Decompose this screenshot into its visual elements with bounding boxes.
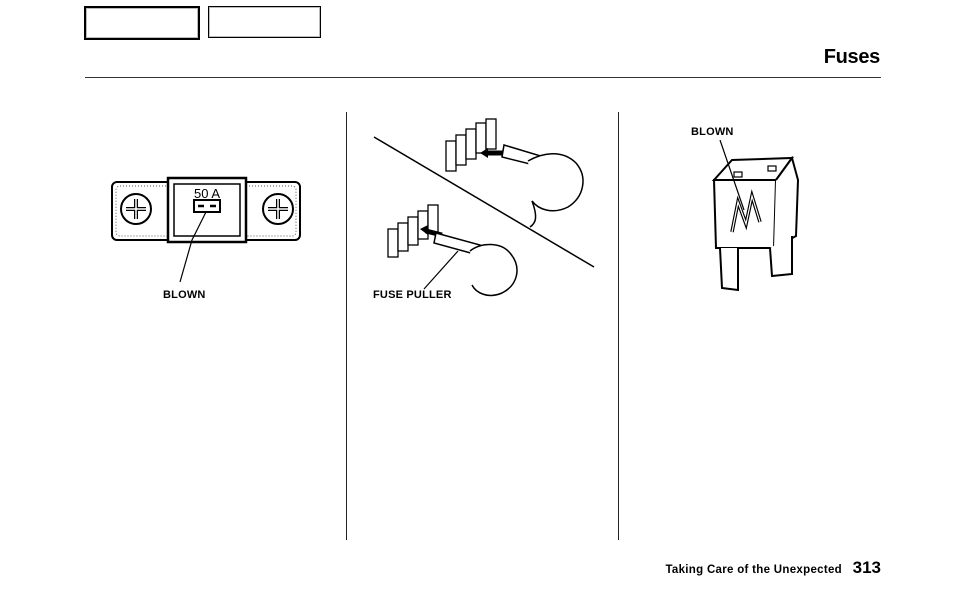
column-divider-right xyxy=(618,112,619,540)
nav-tab-box-1[interactable] xyxy=(84,6,200,40)
page-number: 313 xyxy=(852,558,881,577)
mini-fuse-illustration xyxy=(680,140,810,300)
fuse-puller-label: FUSE PULLER xyxy=(373,289,452,301)
page-title: Fuses xyxy=(823,46,881,68)
large-fuse-blown-label: BLOWN xyxy=(163,289,206,301)
footer-section-title: Taking Care of the Unexpected xyxy=(665,564,842,576)
mini-fuse-blown-label: BLOWN xyxy=(691,126,734,138)
fuse-rating-text: 50 A xyxy=(194,186,220,201)
nav-tab-box-2[interactable] xyxy=(208,6,321,38)
large-fuse-illustration: 50 A xyxy=(107,173,311,303)
fuse-puller-illustration xyxy=(373,118,595,297)
header-rule xyxy=(85,77,881,78)
column-divider-left xyxy=(346,112,347,540)
